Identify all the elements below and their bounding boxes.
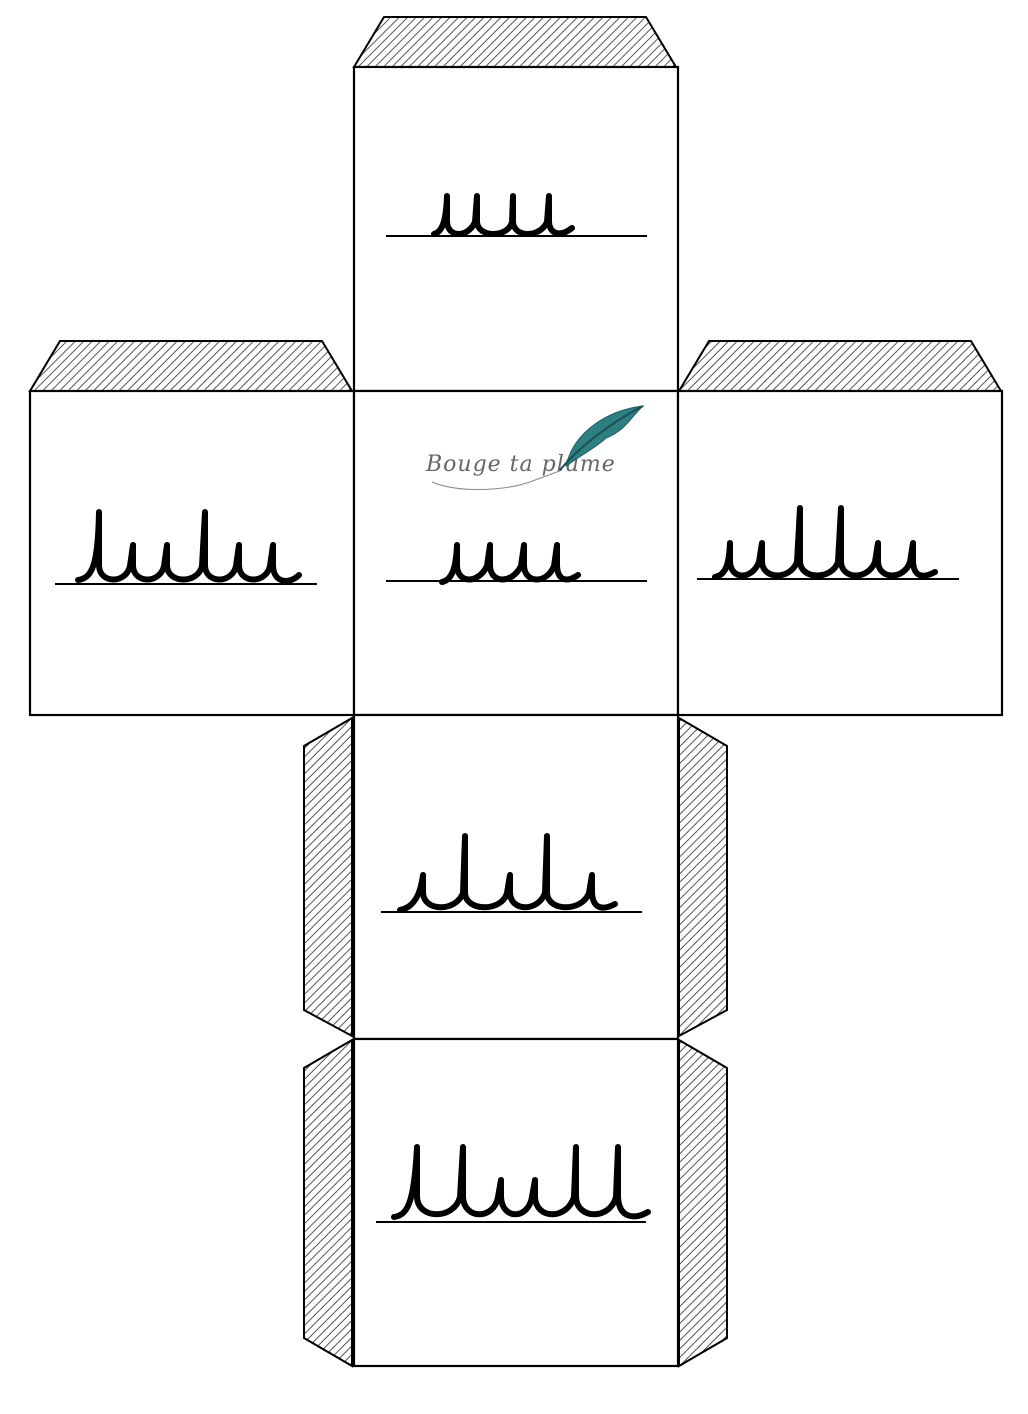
glue-flap-bottom-right (678, 1038, 728, 1368)
writing-baselines (55, 235, 959, 1223)
face-left (28, 389, 356, 717)
cursive-pattern-bottom (391, 1144, 651, 1220)
cursive-pattern-right (712, 505, 938, 580)
face-lower (352, 713, 680, 1041)
glue-flap-lower-right (678, 716, 728, 1038)
logo-swash (431, 469, 563, 490)
brand-logo: Bouge ta plume (425, 405, 645, 490)
logo-text: Bouge ta plume (425, 452, 616, 477)
face-center (352, 389, 680, 717)
glue-flap-left-face-top (28, 340, 354, 392)
glue-flap-lower-left (303, 716, 353, 1038)
cursive-pattern-top (431, 193, 575, 237)
cursive-pattern-lower (397, 833, 618, 913)
glue-flap-right-face-top (677, 340, 1003, 392)
glue-flap-top (352, 16, 678, 68)
face-bottom (352, 1037, 680, 1368)
die-faces (28, 65, 1004, 1368)
cursive-pattern-center (439, 542, 581, 585)
glue-flap-bottom-left (303, 1038, 353, 1368)
cursive-pattern-left (75, 509, 302, 584)
feather-quill-icon (559, 405, 645, 471)
cursive-patterns (75, 193, 938, 1220)
